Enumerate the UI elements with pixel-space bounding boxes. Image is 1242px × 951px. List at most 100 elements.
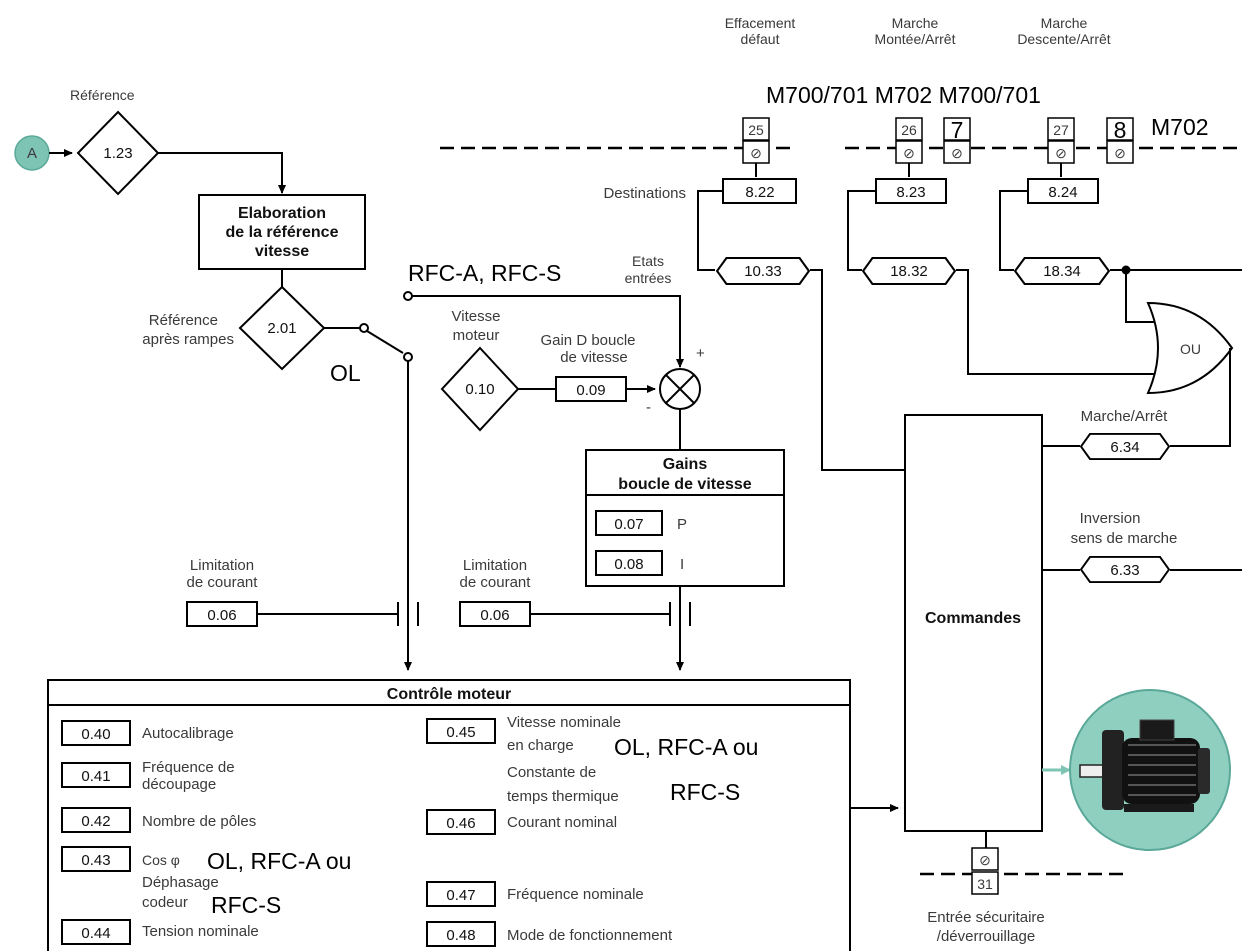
terminal-icon: ⊘: [951, 145, 963, 161]
svg-text:0.46: 0.46: [446, 815, 475, 832]
terminal-27: 27 ⊘: [1047, 117, 1075, 164]
svg-text:Fréquence nominale: Fréquence nominale: [507, 886, 644, 903]
mc-item-046: 0.46 Courant nominal: [426, 809, 617, 835]
svg-text:OL, RFC-A ou: OL, RFC-A ou: [614, 734, 758, 760]
models-line: M700/701 M702 M700/701: [766, 82, 1041, 108]
mc-item-047: 0.47 Fréquence nominale: [426, 881, 644, 907]
svg-text:Etats: Etats: [632, 253, 664, 269]
svg-text:Autocalibrage: Autocalibrage: [142, 725, 234, 742]
elaboration-box: Elaboration de la référence vitesse: [198, 194, 366, 270]
mc-item-040: 0.40 Autocalibrage: [61, 720, 234, 746]
svg-text:après rampes: après rampes: [142, 331, 234, 348]
top-label-run-up: Marche Montée/Arrêt: [875, 15, 956, 47]
mc-item-043: 0.43 Cos φ Déphasage codeur OL, RFC-A ou…: [61, 846, 351, 918]
mode-rfc-label: RFC-A, RFC-S: [408, 260, 561, 286]
svg-text:0.07: 0.07: [614, 516, 643, 533]
terminal-8: 8 ⊘: [1106, 117, 1134, 164]
svg-text:6.34: 6.34: [1110, 439, 1139, 456]
dest-param-822: 8.22: [722, 178, 797, 204]
commands-box: Commandes: [904, 414, 1043, 832]
svg-text:Constante de: Constante de: [507, 764, 596, 781]
gain-d-label: Gain D boucle de vitesse: [540, 332, 635, 366]
terminal-icon: ⊘: [1114, 145, 1126, 161]
svg-text:1.23: 1.23: [103, 145, 132, 162]
svg-text:8.23: 8.23: [896, 184, 925, 201]
svg-text:0.48: 0.48: [446, 927, 475, 944]
terminal-7: 7 ⊘: [943, 117, 971, 164]
wire: [847, 190, 876, 271]
svg-text:18.34: 18.34: [1043, 263, 1081, 280]
svg-text:0.06: 0.06: [207, 607, 236, 624]
top-label-run-down: Marche Descente/Arrêt: [1017, 15, 1110, 47]
mc-item-045: 0.45 Vitesse nominale en charge OL, RFC-…: [426, 714, 758, 805]
svg-text:Cos φ: Cos φ: [142, 852, 180, 868]
svg-text:Contrôle moteur: Contrôle moteur: [387, 686, 511, 703]
mc-item-048: 0.48 Mode de fonctionnement: [426, 921, 673, 947]
svg-text:Descente/Arrêt: Descente/Arrêt: [1017, 31, 1110, 47]
state-param-1834: 18.34: [1014, 257, 1110, 285]
svg-text:0.06: 0.06: [480, 607, 509, 624]
current-limit-param-2: 0.06: [459, 601, 531, 627]
summer-plus: +: [696, 345, 705, 362]
svg-text:0.45: 0.45: [446, 724, 475, 741]
svg-text:25: 25: [748, 122, 764, 138]
svg-text:8.24: 8.24: [1048, 184, 1077, 201]
param-634: 6.34: [1080, 433, 1170, 460]
dest-param-823: 8.23: [875, 178, 947, 204]
svg-text:10.33: 10.33: [744, 263, 782, 280]
svg-text:P: P: [677, 516, 687, 533]
svg-text:0.40: 0.40: [81, 726, 110, 743]
run-stop-label: Marche/Arrêt: [1081, 408, 1169, 425]
safe-input-label: Entrée sécuritaire /déverrouillage: [927, 909, 1045, 945]
svg-text:Effacement: Effacement: [725, 15, 796, 31]
svg-text:RFC-S: RFC-S: [211, 892, 281, 918]
svg-text:0.09: 0.09: [576, 382, 605, 399]
states-label: Etats entrées: [625, 253, 672, 286]
svg-text:Limitation: Limitation: [190, 557, 254, 574]
arrow: [158, 152, 286, 194]
svg-text:27: 27: [1053, 122, 1069, 138]
summer-minus: -: [646, 399, 651, 416]
svg-text:Limitation: Limitation: [463, 557, 527, 574]
current-limit-param-1: 0.06: [186, 601, 258, 627]
svg-text:31: 31: [977, 876, 993, 892]
svg-text:7: 7: [951, 117, 964, 143]
terminal-icon: ⊘: [1055, 145, 1067, 161]
svg-text:Déphasage: Déphasage: [142, 874, 219, 891]
svg-text:Inversion: Inversion: [1080, 510, 1141, 527]
mc-item-042: 0.42 Nombre de pôles: [61, 807, 256, 833]
svg-text:moteur: moteur: [453, 327, 500, 344]
svg-text:OL, RFC-A ou: OL, RFC-A ou: [207, 848, 351, 874]
svg-text:8: 8: [1114, 117, 1127, 143]
summing-junction: [659, 368, 701, 410]
svg-text:temps thermique: temps thermique: [507, 788, 619, 805]
svg-text:entrées: entrées: [625, 270, 672, 286]
wire: [956, 269, 1160, 375]
svg-text:0.47: 0.47: [446, 887, 475, 904]
svg-text:0.42: 0.42: [81, 813, 110, 830]
current-limit-label-2: Limitation de courant: [460, 557, 532, 591]
svg-text:Elaboration: Elaboration: [238, 205, 326, 222]
arrow: [412, 295, 684, 368]
param-010: 0.10: [440, 346, 520, 432]
svg-text:découpage: découpage: [142, 776, 216, 793]
svg-text:Entrée sécuritaire: Entrée sécuritaire: [927, 909, 1045, 926]
svg-text:8.22: 8.22: [745, 184, 774, 201]
svg-text:sens de marche: sens de marche: [1071, 530, 1178, 547]
svg-text:Montée/Arrêt: Montée/Arrêt: [875, 31, 956, 47]
svg-text:Fréquence de: Fréquence de: [142, 759, 235, 776]
svg-text:Courant nominal: Courant nominal: [507, 814, 617, 831]
svg-text:défaut: défaut: [741, 31, 780, 47]
current-limit-label-1: Limitation de courant: [187, 557, 259, 591]
svg-text:boucle de vitesse: boucle de vitesse: [618, 476, 751, 493]
svg-text:I: I: [680, 556, 684, 573]
terminal-icon: ⊘: [979, 852, 991, 868]
svg-text:Gains: Gains: [663, 456, 708, 473]
svg-text:6.33: 6.33: [1110, 562, 1139, 579]
switch-contact-ol: [403, 352, 413, 362]
svg-text:18.32: 18.32: [890, 263, 928, 280]
reverse-label: Inversion sens de marche: [1071, 510, 1178, 547]
svg-text:0.08: 0.08: [614, 556, 643, 573]
state-param-1832: 18.32: [862, 257, 956, 285]
svg-text:A: A: [27, 145, 37, 162]
